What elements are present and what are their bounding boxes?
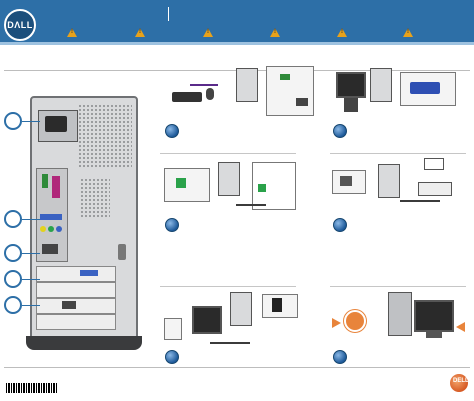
warning-icon: ! [403, 28, 413, 37]
footer-dell-logo: DELL [450, 374, 469, 392]
connector-detail-panel [164, 318, 182, 340]
warning-icon: ! [337, 28, 347, 37]
ps2-port-icon [42, 174, 48, 188]
computer-tower-icon [378, 164, 400, 198]
modem-port-icon [62, 301, 76, 309]
expansion-slot [36, 314, 116, 330]
phone-jack-icon [176, 178, 186, 188]
expansion-slot [36, 266, 116, 282]
vent-grille [78, 104, 132, 168]
audio-jack-icon [40, 226, 46, 232]
step-indicator [333, 218, 347, 232]
expansion-slot [36, 298, 116, 314]
section-divider [330, 286, 466, 287]
warning-icon: ! [270, 28, 280, 37]
network-port-icon [42, 244, 58, 254]
dell-logo: DɅLL [4, 9, 36, 41]
dell-logo-text: DɅLL [7, 20, 33, 30]
computer-tower-icon [218, 162, 240, 196]
computer-base [26, 336, 142, 350]
monitor-back-icon [336, 72, 366, 98]
audio-jack-icon [48, 226, 54, 232]
warning-icon: ! [67, 28, 77, 37]
connector-detail-panel [266, 66, 314, 116]
step-indicator [165, 218, 179, 232]
bottom-separator [4, 367, 470, 368]
callout-leader-line [22, 121, 40, 122]
callout-leader-line [22, 253, 40, 254]
computer-tower-icon [236, 68, 258, 102]
section-divider [160, 153, 296, 154]
keyboard-icon [172, 92, 202, 102]
usb-connector-icon [296, 98, 308, 106]
warning-icon: ! [135, 28, 145, 37]
cover-latch-icon [118, 244, 126, 260]
audio-jack-icon [56, 226, 62, 232]
computer-tower-icon [370, 68, 392, 102]
step-indicator [333, 124, 347, 138]
step-indicator [165, 124, 179, 138]
connector-detail-panel [164, 168, 210, 202]
computer-front-icon [388, 292, 412, 336]
section-divider [160, 286, 296, 287]
callout-leader-line [22, 219, 40, 220]
vga-connector-icon [410, 82, 440, 94]
callout-leader-line [22, 279, 40, 280]
mouse-icon [206, 88, 214, 100]
step-indicator [333, 350, 347, 364]
vent-grille [80, 178, 110, 218]
cable-icon [190, 84, 218, 86]
cable-icon [236, 204, 266, 206]
callout-leader-line [22, 305, 40, 306]
power-plug-icon [272, 298, 282, 312]
callout-marker [4, 112, 22, 130]
network-hub-icon [424, 158, 444, 170]
ps2-connector-icon [280, 74, 290, 80]
arrow-right-icon [332, 318, 341, 328]
monitor-front-icon [414, 300, 454, 332]
arrow-left-icon [456, 322, 465, 332]
callout-marker [4, 210, 22, 228]
expansion-slot [36, 282, 116, 298]
power-connector-icon [45, 116, 67, 132]
cable-icon [400, 200, 440, 202]
callout-marker [4, 244, 22, 262]
monitor-stand-icon [344, 98, 358, 112]
warning-icon: ! [203, 28, 213, 37]
section-divider [330, 153, 466, 154]
header-accent-line [0, 42, 474, 45]
header-band [0, 0, 474, 42]
step-indicator [165, 350, 179, 364]
vga-port-icon [80, 270, 98, 276]
usb-port-icon [40, 214, 62, 220]
header-divider [168, 7, 169, 21]
barcode [6, 383, 58, 393]
wall-phone-jack-icon [258, 184, 266, 192]
network-device-icon [418, 182, 452, 196]
cable-icon [210, 342, 250, 344]
callout-marker [4, 296, 22, 314]
parallel-port-icon [52, 176, 60, 198]
callout-marker [4, 270, 22, 288]
monitor-stand-icon [426, 332, 442, 338]
monitor-back-icon [192, 306, 222, 334]
network-jack-icon [340, 176, 352, 186]
computer-tower-icon [230, 292, 252, 326]
power-button-icon [344, 310, 366, 332]
